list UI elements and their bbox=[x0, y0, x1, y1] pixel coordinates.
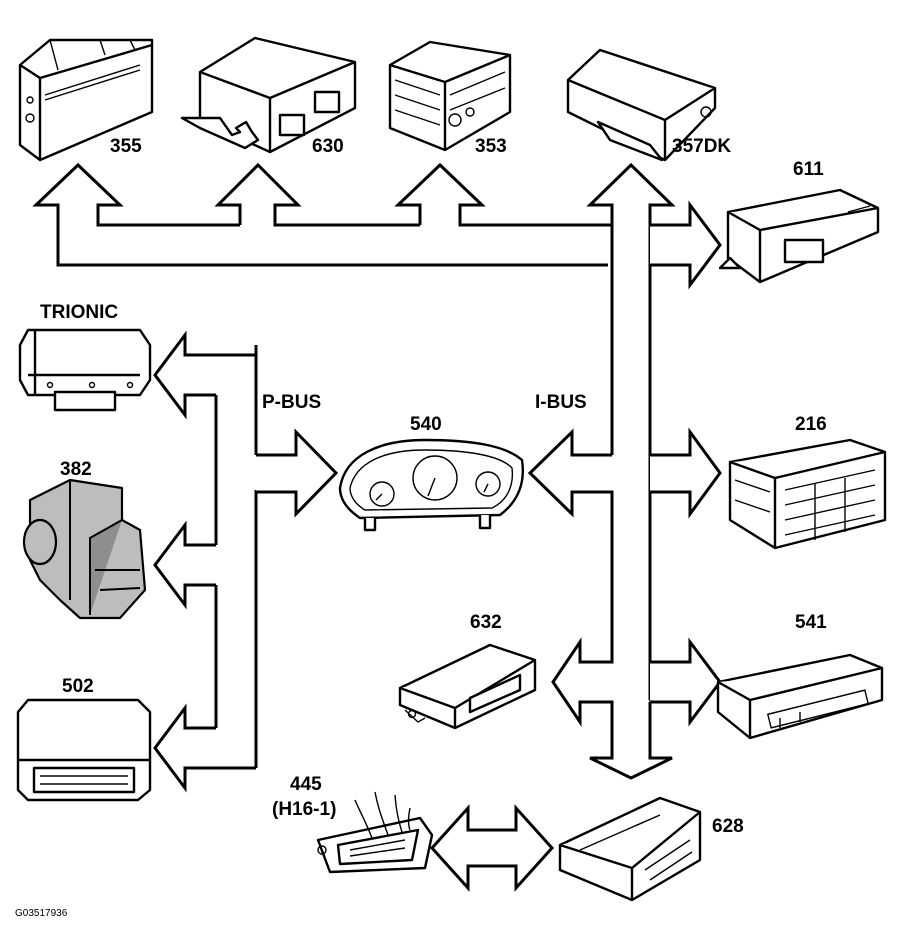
arrow-to-382 bbox=[153, 520, 216, 610]
arrow-to-353 bbox=[394, 162, 486, 225]
module-502 bbox=[16, 698, 152, 802]
arrow-to-632 bbox=[551, 637, 673, 780]
arrow-to-357dk bbox=[586, 162, 676, 225]
label-445-sub: (H16-1) bbox=[272, 799, 336, 820]
arrow-445-628 bbox=[429, 804, 555, 892]
module-632 bbox=[398, 643, 537, 730]
arrow-ibus-to-540 bbox=[527, 428, 614, 640]
label-357dk: 357DK bbox=[672, 136, 731, 157]
label-p-bus: P-BUS bbox=[262, 392, 321, 413]
module-445 bbox=[316, 791, 434, 874]
p-bus-trunk bbox=[214, 345, 258, 768]
label-611: 611 bbox=[793, 159, 824, 180]
module-355 bbox=[18, 38, 154, 162]
label-353: 353 bbox=[475, 136, 507, 157]
module-541 bbox=[716, 653, 884, 740]
label-216: 216 bbox=[795, 414, 827, 435]
arrow-pbus-to-540 bbox=[256, 428, 339, 518]
arrow-to-611 bbox=[650, 200, 722, 290]
label-630: 630 bbox=[312, 136, 344, 157]
module-216 bbox=[728, 438, 887, 550]
label-502: 502 bbox=[62, 676, 94, 697]
arrow-to-355 bbox=[32, 162, 124, 225]
arrow-to-630 bbox=[214, 162, 302, 225]
label-541: 541 bbox=[795, 612, 827, 633]
label-628: 628 bbox=[712, 816, 744, 837]
arrow-to-502 bbox=[153, 703, 256, 793]
arrow-to-216 bbox=[650, 427, 722, 519]
label-540: 540 bbox=[410, 414, 442, 435]
module-611 bbox=[718, 188, 880, 284]
label-355: 355 bbox=[110, 136, 142, 157]
figure-id: G03517936 bbox=[15, 908, 68, 919]
label-i-bus: I-BUS bbox=[535, 392, 587, 413]
module-382 bbox=[22, 478, 147, 620]
module-630 bbox=[180, 36, 357, 154]
module-trionic bbox=[18, 328, 152, 412]
module-353 bbox=[388, 40, 512, 152]
module-540 bbox=[338, 438, 524, 532]
arrow-to-541 bbox=[650, 637, 722, 727]
label-trionic: TRIONIC bbox=[40, 302, 118, 323]
label-632: 632 bbox=[470, 612, 502, 633]
label-382: 382 bbox=[60, 459, 92, 480]
arrow-to-trionic bbox=[153, 330, 258, 455]
module-357dk bbox=[566, 48, 717, 162]
module-628 bbox=[558, 796, 702, 902]
label-445: 445 bbox=[290, 774, 322, 795]
